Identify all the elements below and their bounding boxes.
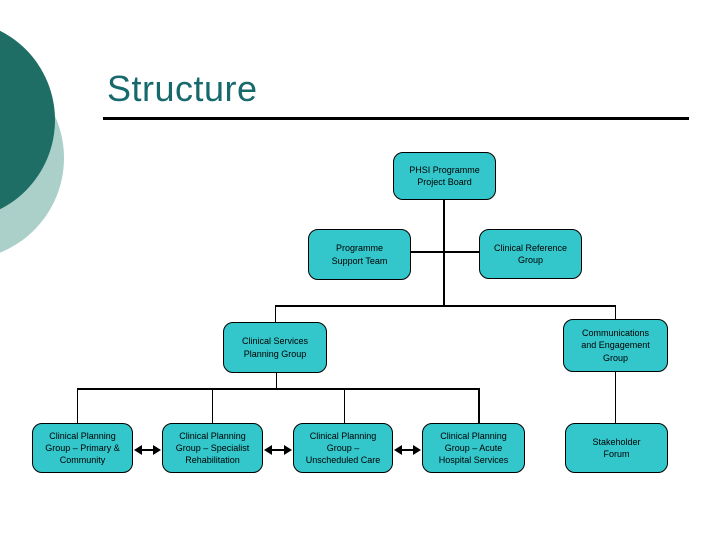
node-cpg-acute-hospital-services: Clinical Planning Group – Acute Hospital… [422,423,525,473]
node-cpg-primary-community: Clinical Planning Group – Primary & Comm… [32,423,133,473]
node-clinical-reference-group: Clinical Reference Group [479,229,582,279]
arrow-shaft [272,448,284,452]
title-underline [103,117,689,120]
node-phsi-programme-project-board: PHSI Programme Project Board [393,152,496,200]
connector-drop-acute [478,388,480,424]
arrowhead-right-icon [284,445,292,455]
arrow-shaft [402,448,413,452]
node-clinical-services-planning-group: Clinical Services Planning Group [223,322,327,373]
arrow-shaft [142,448,153,452]
node-communications-engagement-group: Communications and Engagement Group [563,319,668,372]
connector-cspg-bottom [275,372,277,389]
connector-phsi-down [443,200,445,306]
arrowhead-left-icon [264,445,272,455]
connector-cspg-top [274,305,276,323]
node-cpg-unscheduled-care: Clinical Planning Group – Unscheduled Ca… [293,423,393,473]
double-arrow-icon [264,444,292,456]
connector-support-reference [411,251,479,253]
node-cpg-specialist-rehabilitation: Clinical Planning Group – Specialist Reh… [162,423,263,473]
arrowhead-right-icon [413,445,421,455]
arrowhead-left-icon [134,445,142,455]
connector-drop-unscheduled [343,388,345,424]
connector-stakeholder [614,372,616,424]
arrowhead-right-icon [153,445,161,455]
connector-drop-specialist [211,388,213,424]
double-arrow-icon [394,444,421,456]
arrowhead-left-icon [394,445,402,455]
connector-distribution-horizontal [77,388,480,390]
node-stakeholder-forum: Stakeholder Forum [565,423,668,473]
double-arrow-icon [134,444,161,456]
slide-title: Structure [107,68,258,109]
connector-comms-top [614,305,616,320]
connector-drop-primary [76,388,78,424]
connector-branch-horizontal [274,305,616,307]
node-programme-support-team: Programme Support Team [308,229,411,280]
